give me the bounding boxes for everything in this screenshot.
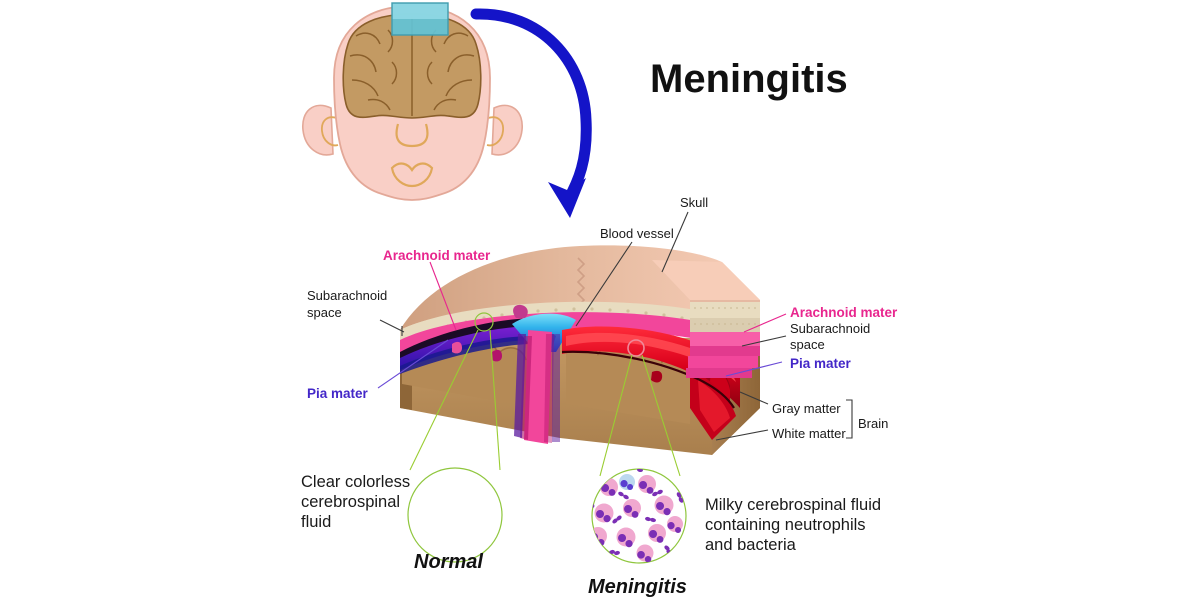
label-subarachnoid-space-right-line2: space (790, 337, 825, 352)
leader-lines (377, 211, 853, 441)
label-brain: Brain (858, 416, 888, 431)
label-pia-mater-left: Pia mater (307, 386, 369, 401)
meningitis-sample-point (627, 339, 645, 357)
meningitis-desc-line2: containing neutrophils (705, 516, 866, 534)
right-ear-detail (486, 116, 504, 147)
normal-desc-line3: fluid (301, 513, 331, 531)
nose (395, 123, 429, 148)
brain-illustration (342, 13, 482, 119)
small-vessel-3 (651, 370, 663, 383)
cross-section-block (400, 245, 760, 455)
label-arachnoid-mater-right: Arachnoid mater (790, 305, 898, 320)
callout-meningitis: Milky cerebrospinal fluid containing neu… (588, 468, 881, 598)
label-subarachnoid-space-left-line2: space (307, 305, 342, 320)
highlighted-sample-region (391, 2, 449, 36)
central-sulcus-fold (514, 330, 560, 444)
normal-sample-point (474, 312, 494, 332)
label-blood-vessel: Blood vessel (600, 226, 674, 241)
meninges-normal-left (400, 318, 536, 374)
meningitis-caption: Meningitis (588, 576, 687, 598)
callout-normal: Clear colorless cerebrospinal fluid Norm… (301, 467, 503, 573)
dura-mater-layer (400, 312, 748, 356)
normal-desc-line2: cerebrospinal (301, 493, 400, 511)
normal-fluid-circle (407, 467, 503, 563)
normal-desc-line1: Clear colorless (301, 473, 410, 491)
curved-blue-arrow (470, 8, 592, 218)
label-pia-mater-right: Pia mater (790, 356, 852, 371)
meningitis-desc-line3: and bacteria (705, 536, 797, 554)
vessel-branch (513, 304, 528, 318)
left-ear-detail (321, 116, 339, 147)
label-arachnoid-mater-left: Arachnoid mater (383, 248, 491, 263)
callout-cone-meningitis (599, 354, 681, 477)
head-front-view (302, 2, 523, 201)
left-ear (302, 104, 334, 156)
label-subarachnoid-space-left-line1: Subarachnoid (307, 288, 387, 303)
normal-caption: Normal (414, 551, 483, 573)
label-skull: Skull (680, 195, 708, 210)
callout-cone-normal (409, 329, 501, 471)
page-title: Meningitis (650, 57, 848, 101)
mouth (390, 162, 434, 188)
right-ear (491, 104, 523, 156)
label-subarachnoid-space-right-line1: Subarachnoid (790, 321, 870, 336)
small-vessel-2 (492, 349, 502, 362)
small-vessel-1 (452, 341, 462, 354)
label-gray-matter: Gray matter (772, 401, 841, 416)
label-white-matter: White matter (772, 426, 846, 441)
cutaway-layer-slabs (652, 260, 760, 378)
meningitis-desc-line1: Milky cerebrospinal fluid (705, 496, 881, 514)
skull-bone-layer (400, 301, 744, 344)
